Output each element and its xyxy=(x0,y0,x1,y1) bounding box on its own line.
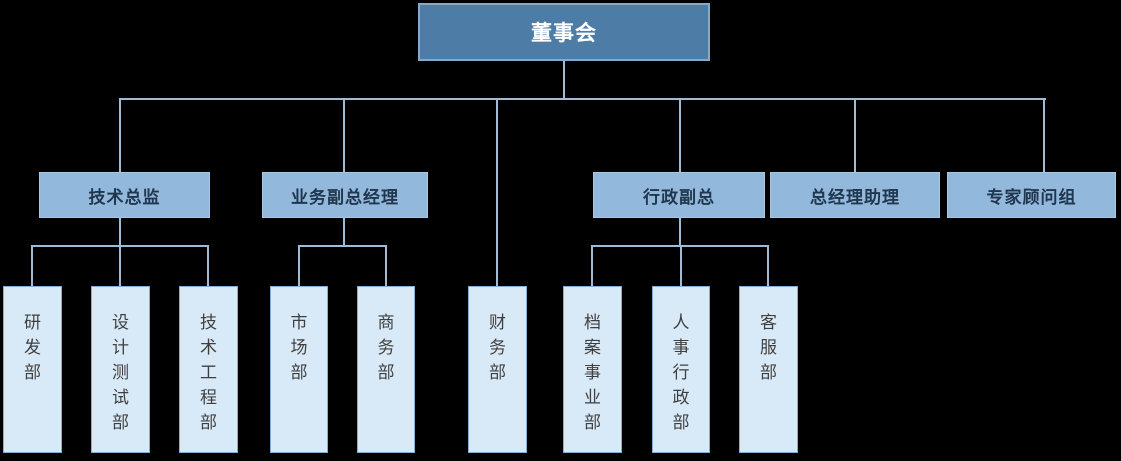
node-rd-dept-label: 研发部 xyxy=(24,313,41,383)
node-tech-engineering-dept-label: 技术工程部 xyxy=(200,313,217,433)
connector-business-stub xyxy=(343,218,345,247)
node-customer-service-dept-label: 客服部 xyxy=(760,313,777,383)
connector-drop-tech-eng xyxy=(207,245,209,286)
node-hr-admin-dept: 人事行政部 xyxy=(652,286,710,453)
node-marketing-dept-label: 市场部 xyxy=(290,313,308,383)
node-expert-advisory-group: 专家顾问组 xyxy=(947,172,1116,218)
connector-main-horizontal xyxy=(120,98,1046,100)
node-business-deputy-gm: 业务副总经理 xyxy=(262,172,428,218)
node-finance-dept: 财务部 xyxy=(468,286,527,453)
node-business-deputy-gm-label: 业务副总经理 xyxy=(291,187,399,208)
node-rd-dept: 研发部 xyxy=(3,286,62,453)
node-customer-service-dept: 客服部 xyxy=(739,286,798,453)
node-hr-admin-dept-label: 人事行政部 xyxy=(672,313,690,433)
connector-board-drop xyxy=(563,60,565,100)
node-archives-dept-label: 档案事业部 xyxy=(584,313,601,433)
connector-tech-stub xyxy=(119,218,121,247)
node-tech-director-label: 技术总监 xyxy=(88,187,161,208)
node-commerce-dept-label: 商务部 xyxy=(377,313,395,383)
node-archives-dept: 档案事业部 xyxy=(563,286,622,453)
connector-drop-design-test xyxy=(119,245,121,286)
connector-drop-archives xyxy=(591,245,593,286)
node-gm-assistant-label: 总经理助理 xyxy=(810,187,900,208)
node-tech-director: 技术总监 xyxy=(39,172,210,218)
node-design-test-dept-label: 设计测试部 xyxy=(112,313,129,433)
node-gm-assistant: 总经理助理 xyxy=(770,172,940,218)
node-admin-deputy-gm: 行政副总 xyxy=(593,172,765,218)
connector-drop-business xyxy=(343,98,345,172)
connector-drop-marketing xyxy=(298,245,300,286)
node-admin-deputy-gm-label: 行政副总 xyxy=(643,187,715,208)
connector-drop-admin xyxy=(679,98,681,172)
connector-drop-tech xyxy=(119,98,121,172)
connector-drop-finance xyxy=(496,98,498,288)
connector-drop-rd xyxy=(31,245,33,286)
connector-business-horizontal xyxy=(298,245,387,247)
connector-drop-experts xyxy=(1043,98,1045,172)
node-expert-advisory-group-label: 专家顾问组 xyxy=(986,187,1077,208)
node-board: 董事会 xyxy=(418,3,710,61)
connector-drop-commerce xyxy=(385,245,387,286)
node-commerce-dept: 商务部 xyxy=(357,286,415,453)
node-tech-engineering-dept: 技术工程部 xyxy=(179,286,238,453)
node-marketing-dept: 市场部 xyxy=(270,286,328,453)
node-finance-dept-label: 财务部 xyxy=(489,313,506,383)
connector-admin-stub xyxy=(679,218,681,247)
node-board-label: 董事会 xyxy=(531,21,597,45)
connector-drop-customer xyxy=(767,245,769,286)
connector-drop-gm-assistant xyxy=(854,98,856,172)
node-design-test-dept: 设计测试部 xyxy=(91,286,150,453)
connector-drop-hr-admin xyxy=(680,245,682,286)
